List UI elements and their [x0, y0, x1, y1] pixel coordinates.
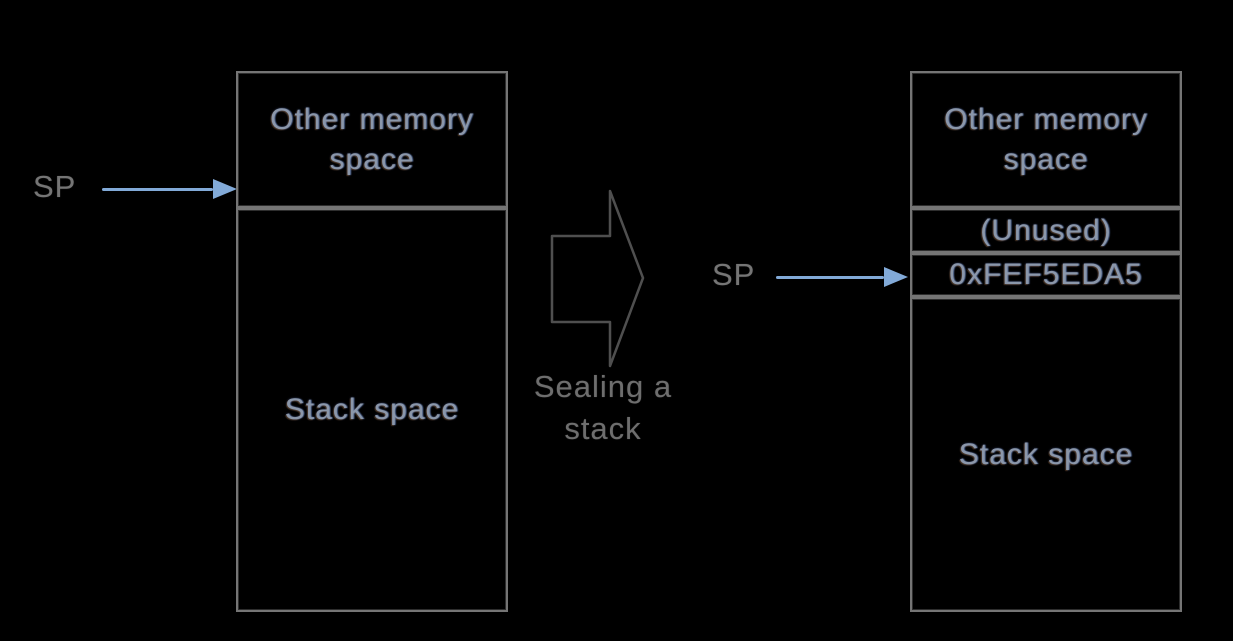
sp-pointer-arrow-after — [776, 267, 908, 287]
section-label: Other memory space — [944, 102, 1148, 176]
section-seal-value: 0xFEF5EDA5 — [910, 253, 1182, 297]
section-label: Stack space — [284, 393, 460, 426]
section-label: Stack space — [958, 437, 1134, 471]
section-stack-space-before: Stack space — [236, 208, 508, 612]
sp-pointer-arrow-before — [102, 179, 237, 199]
sp-label-before: SP — [33, 169, 77, 204]
sp-label-after: SP — [712, 257, 756, 292]
section-label: 0xFEF5EDA5 — [949, 258, 1143, 291]
sp-arrow-shaft — [776, 275, 884, 279]
section-label: (Unused) — [980, 213, 1112, 247]
transition-caption: Sealing a stack — [533, 369, 673, 446]
section-other-memory-space-before: Other memory space — [236, 71, 508, 208]
sp-arrowhead-icon — [213, 179, 237, 199]
sp-arrowhead-icon — [884, 267, 908, 287]
section-unused: (Unused) — [910, 208, 1182, 253]
memory-box-before: Other memory space Stack space — [236, 71, 508, 612]
section-stack-space-after: Stack space — [910, 297, 1182, 612]
transition-block-arrow-icon — [550, 189, 645, 368]
memory-box-after: Other memory space (Unused) 0xFEF5EDA5 S… — [910, 71, 1182, 612]
section-label: Other memory space — [270, 102, 474, 176]
sp-arrow-shaft — [102, 187, 213, 191]
section-other-memory-space-after: Other memory space — [910, 71, 1182, 208]
